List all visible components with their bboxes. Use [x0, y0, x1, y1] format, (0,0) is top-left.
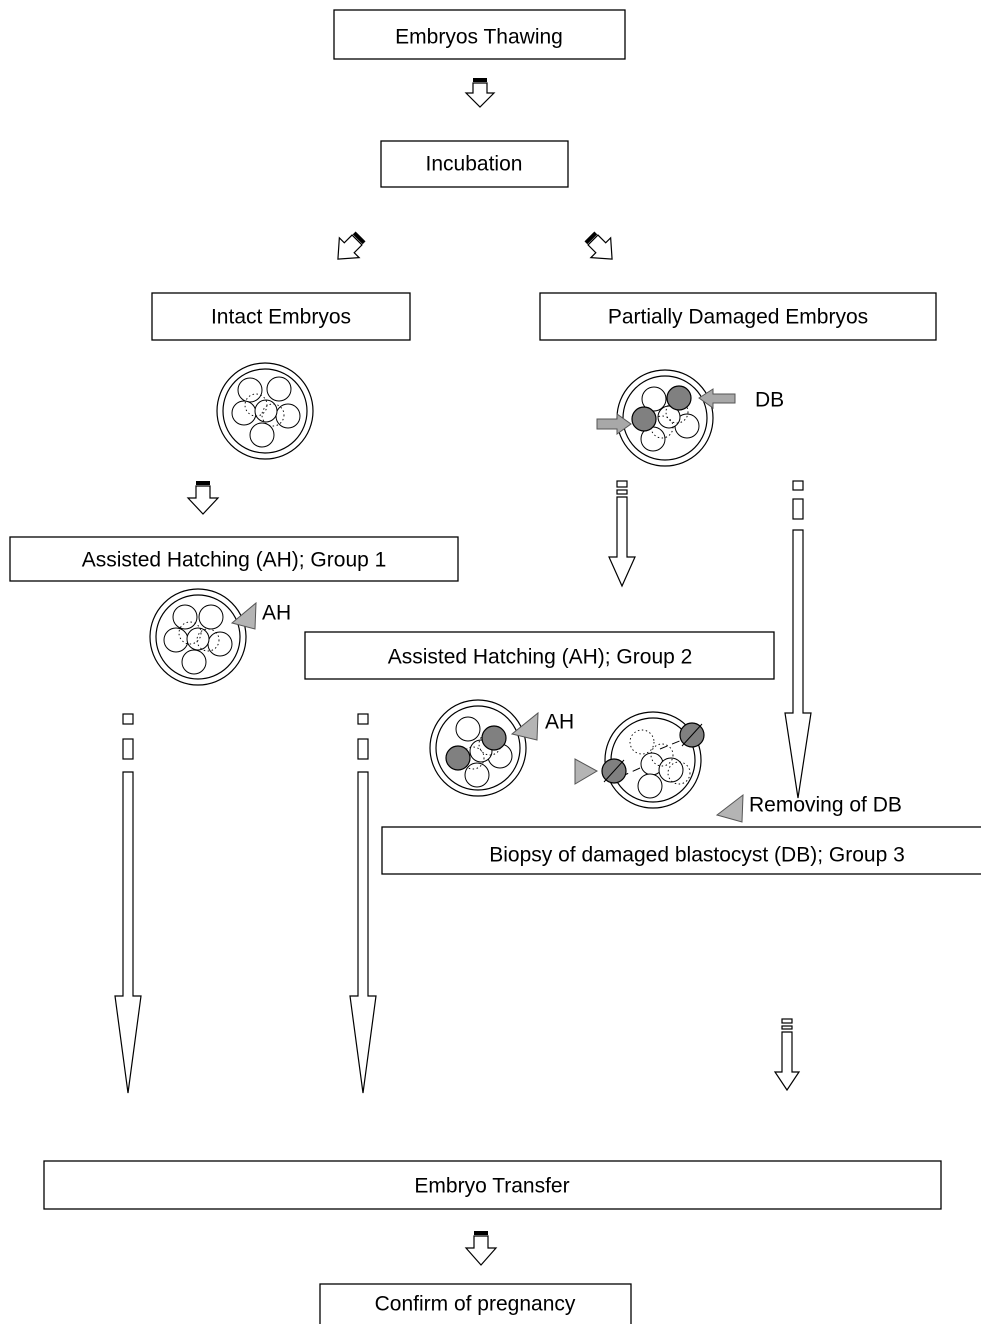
- embryo-ah-group-2: [429, 699, 527, 797]
- box-ah-group-2-label: Assisted Hatching (AH); Group 2: [388, 646, 693, 669]
- arrow-partial-to-biopsy: [784, 480, 812, 799]
- box-ah-group-1-label: Assisted Hatching (AH); Group 1: [82, 549, 387, 572]
- box-intact-embryos: Intact Embryos: [151, 292, 411, 341]
- arrow-intact-to-ah1: [186, 481, 220, 515]
- box-embryo-transfer: Embryo Transfer: [43, 1160, 942, 1210]
- box-incubation: Incubation: [380, 140, 569, 188]
- db-pointer-arrow-left: [596, 413, 632, 435]
- box-biopsy-group-3-label: Biopsy of damaged blastocyst (DB); Group…: [489, 844, 905, 867]
- box-incubation-label: Incubation: [426, 153, 523, 176]
- removing-marker: [715, 793, 744, 823]
- arrow-transfer-to-pregnancy: [464, 1231, 498, 1266]
- label-db: DB: [755, 389, 784, 412]
- arrow-biopsy-to-transfer: [773, 1018, 801, 1092]
- arrow-thawing-to-incubation: [464, 78, 496, 108]
- label-ah-1: AH: [262, 602, 291, 625]
- embryo-biopsy: [601, 711, 705, 809]
- db-pointer-arrow-right: [698, 388, 736, 409]
- arrow-incubation-to-intact: [337, 231, 366, 260]
- damaged-blastomere: [631, 406, 657, 432]
- ah2-marker: [510, 711, 539, 741]
- box-embryos-thawing: Embryos Thawing: [333, 9, 626, 60]
- label-removing-of-db: Removing of DB: [749, 794, 902, 817]
- box-biopsy-group-3: Biopsy of damaged blastocyst (DB); Group…: [381, 826, 981, 875]
- label-ah-2: AH: [545, 711, 574, 734]
- box-ah-group-2: Assisted Hatching (AH); Group 2: [304, 631, 775, 680]
- damaged-blastomere: [666, 385, 692, 411]
- box-confirm-pregnancy: Confirm of pregnancy: [319, 1283, 632, 1324]
- box-partially-damaged-embryos-label: Partially Damaged Embryos: [608, 306, 868, 329]
- arrow-ah2-to-transfer: [349, 713, 377, 1094]
- box-ah-group-1: Assisted Hatching (AH); Group 1: [9, 536, 459, 582]
- removing-marker-left: [574, 758, 599, 785]
- box-embryo-transfer-label: Embryo Transfer: [414, 1175, 569, 1198]
- box-confirm-pregnancy-label: Confirm of pregnancy: [375, 1293, 576, 1316]
- box-partially-damaged-embryos: Partially Damaged Embryos: [539, 292, 937, 341]
- embryo-ah-group-1: [149, 588, 247, 686]
- ah1-marker: [230, 601, 257, 630]
- box-embryos-thawing-label: Embryos Thawing: [395, 26, 563, 49]
- embryo-intact: [216, 362, 314, 460]
- arrow-ah1-to-transfer: [114, 713, 142, 1094]
- embryo-partially-damaged: [616, 369, 714, 467]
- arrow-partial-to-ah2: [608, 480, 636, 588]
- damaged-blastomere: [445, 745, 471, 771]
- box-intact-embryos-label: Intact Embryos: [211, 306, 351, 329]
- arrow-incubation-to-partial: [584, 231, 613, 260]
- damaged-blastomere: [481, 725, 507, 751]
